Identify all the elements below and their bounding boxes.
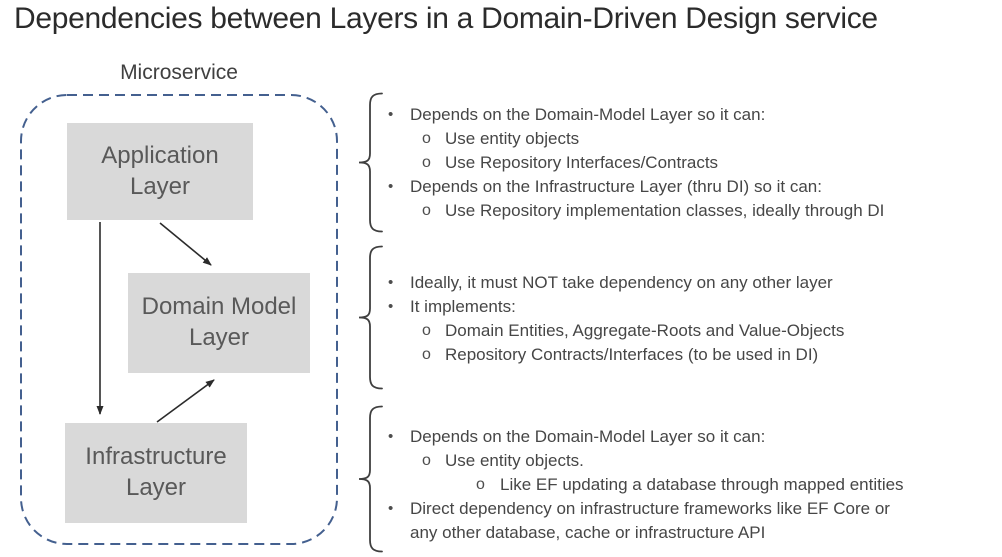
application-layer-notes: • Depends on the Domain-Model Layer so i… <box>380 103 994 223</box>
application-layer-label: Application Layer <box>101 141 219 200</box>
bullet-dot-icon: • <box>388 428 394 445</box>
bullet-circle-icon: o <box>422 452 431 469</box>
bullet-circle-icon: o <box>422 202 431 219</box>
bullet-dot-icon: • <box>388 274 394 291</box>
bullet-dot-icon: • <box>388 106 394 123</box>
infrastructure-layer-notes: • Depends on the Domain-Model Layer so i… <box>380 425 994 545</box>
domain-model-layer-notes: • Ideally, it must NOT take dependency o… <box>380 271 994 367</box>
list-item: o Repository Contracts/Interfaces (to be… <box>380 343 994 367</box>
infrastructure-layer-box: Infrastructure Layer <box>65 423 247 523</box>
bullet-circle-icon: o <box>422 154 431 171</box>
page-title: Dependencies between Layers in a Domain-… <box>14 2 878 35</box>
application-layer-box: Application Layer <box>67 123 253 220</box>
list-item: • Depends on the Domain-Model Layer so i… <box>380 103 994 127</box>
brace-domain-section <box>358 245 383 390</box>
microservice-label: Microservice <box>120 61 238 84</box>
list-item: o Domain Entities, Aggregate-Roots and V… <box>380 319 994 343</box>
list-item: o Use entity objects. <box>380 449 994 473</box>
list-item: • Depends on the Infrastructure Layer (t… <box>380 175 994 199</box>
domain-model-layer-label: Domain Model Layer <box>141 293 297 351</box>
bullet-dot-icon: • <box>388 298 394 315</box>
list-item: o Use Repository implementation classes,… <box>380 199 994 223</box>
list-item: • Depends on the Domain-Model Layer so i… <box>380 425 994 449</box>
list-item: • Ideally, it must NOT take dependency o… <box>380 271 994 295</box>
list-item: • It implements: <box>380 295 994 319</box>
bullet-circle-icon: o <box>476 476 485 493</box>
bullet-circle-icon: o <box>422 322 431 339</box>
bullet-circle-icon: o <box>422 346 431 363</box>
list-item: • Direct dependency on infrastructure fr… <box>388 499 890 542</box>
list-item: o Like EF updating a database through ma… <box>380 473 994 497</box>
arrow-infrastructure-to-domain <box>156 379 215 423</box>
list-item: o Use entity objects <box>380 127 994 151</box>
brace-infrastructure-section <box>358 405 383 553</box>
brace-application-section <box>358 92 383 233</box>
arrow-application-to-domain <box>159 222 212 266</box>
domain-model-layer-box: Domain Model Layer <box>128 273 310 373</box>
bullet-dot-icon: • <box>388 178 394 195</box>
bullet-circle-icon: o <box>422 130 431 147</box>
list-item: o Use Repository Interfaces/Contracts <box>380 151 994 175</box>
infrastructure-layer-label: Infrastructure Layer <box>85 443 227 501</box>
bullet-dot-icon: • <box>388 500 394 517</box>
